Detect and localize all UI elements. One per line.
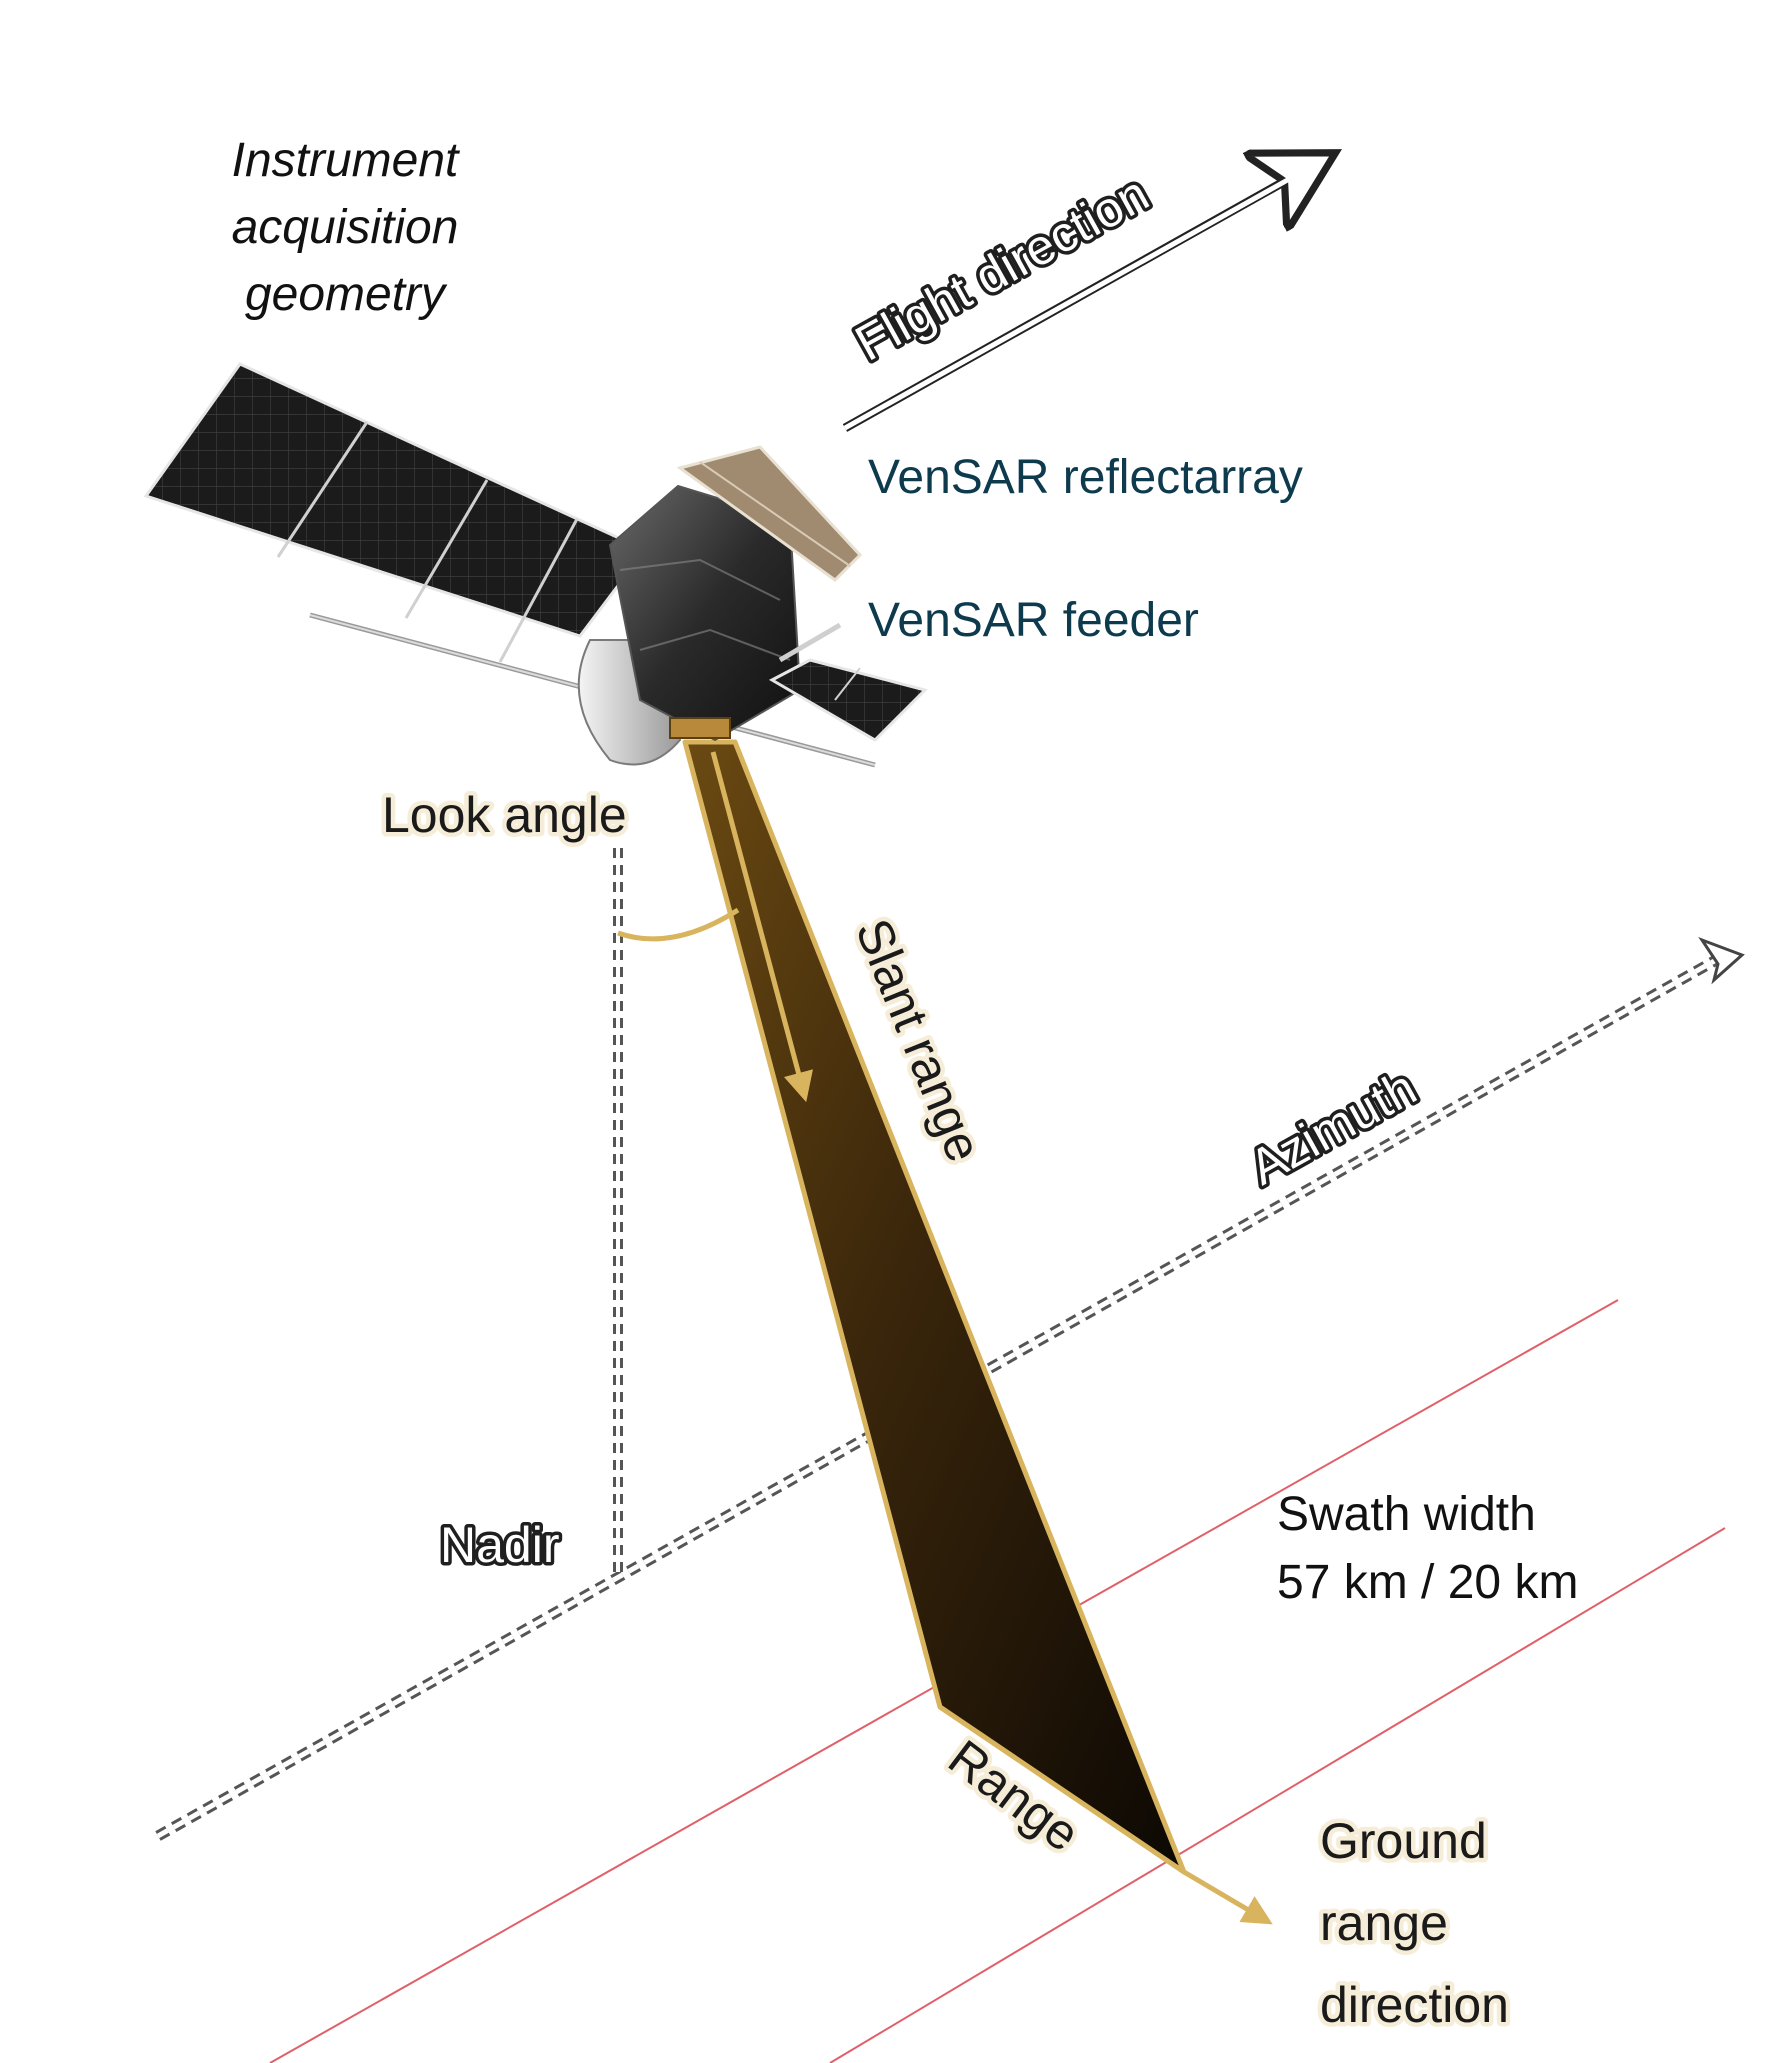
ground-range-line-1: Ground xyxy=(1320,1813,1487,1869)
azimuth-label: Azimuth xyxy=(1240,1059,1425,1196)
slant-range-arrow xyxy=(710,751,813,1103)
satellite-icon xyxy=(143,362,928,768)
solar-panel-icon xyxy=(143,362,648,663)
nadir-label: Nadir xyxy=(440,1517,559,1573)
title-line-2: acquisition xyxy=(232,201,459,254)
look-angle-arc xyxy=(617,907,740,942)
title-line-3: geometry xyxy=(245,268,448,321)
swath-width-value: 57 km / 20 km xyxy=(1277,1556,1578,1609)
reflectarray-label: VenSAR reflectarray xyxy=(868,451,1303,504)
look-angle-label: Look angle xyxy=(382,787,627,843)
ground-range-line-2: range xyxy=(1320,1895,1448,1951)
title-line-1: Instrument xyxy=(232,134,460,187)
ground-range-line-3: direction xyxy=(1320,1977,1509,2033)
azimuth-line xyxy=(155,936,1745,1841)
flight-direction-arrow-inner xyxy=(843,170,1302,431)
swath-boundary-far xyxy=(829,1527,1726,2063)
swath-width-label: Swath width xyxy=(1277,1488,1536,1541)
ground-range-arrow xyxy=(1182,1869,1273,1925)
feeder-label: VenSAR feeder xyxy=(868,594,1199,647)
